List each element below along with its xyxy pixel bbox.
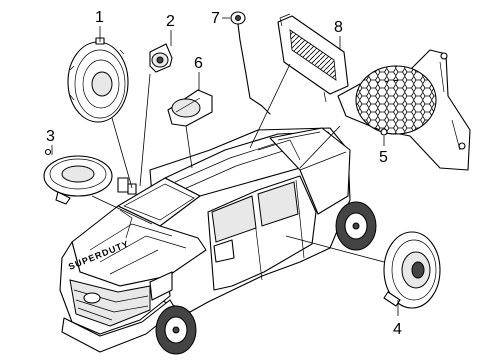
speaker-part-1: [67, 37, 129, 123]
speaker-part-4: [383, 231, 441, 309]
antenna-part-7: [230, 11, 271, 115]
callout-2: 2: [166, 13, 175, 30]
callout-7: 7: [211, 10, 220, 27]
amplifier-part-8: [277, 13, 349, 103]
ford-oval-emblem: [83, 292, 101, 304]
speaker-part-6: [167, 89, 213, 127]
callout-5: 5: [379, 149, 388, 166]
subwoofer-part-5: [337, 49, 471, 171]
callout-4: 4: [393, 321, 402, 338]
tweeter-part-2: [149, 43, 173, 73]
callout-3: 3: [46, 128, 55, 145]
leader-lines: [91, 63, 385, 263]
speaker-part-3: [43, 148, 113, 205]
callout-6: 6: [194, 55, 203, 72]
truck-illustration: SUPERDUTY: [59, 127, 377, 355]
callout-1: 1: [95, 9, 104, 26]
callout-8: 8: [334, 19, 343, 36]
